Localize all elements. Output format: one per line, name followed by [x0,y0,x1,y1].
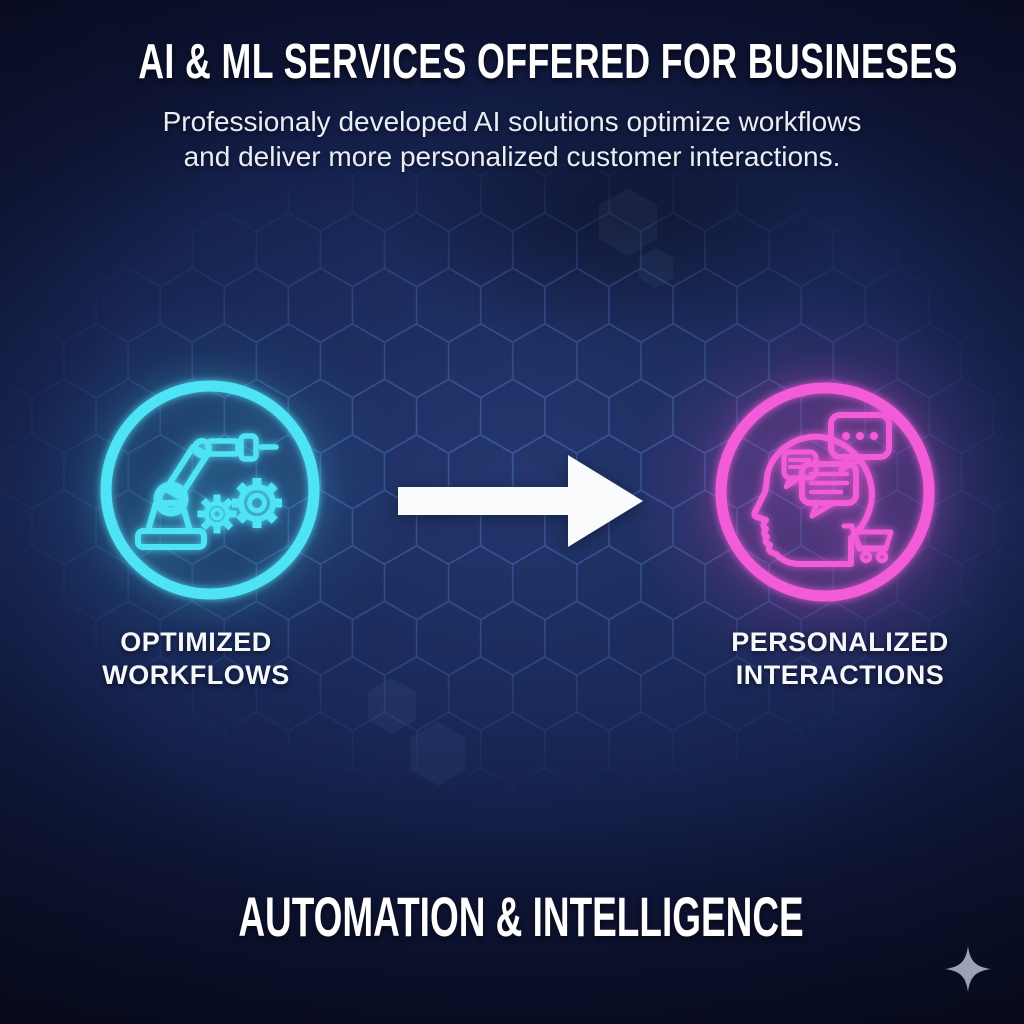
header: AI & ML SERVICES OFFERED FOR BUSINESES P… [0,34,1024,174]
poster-title: AI & ML SERVICES OFFERED FOR BUSINESES [138,35,958,89]
robot-arm-gears-icon [100,380,320,600]
subtitle-line-1: Professionaly developed AI solutions opt… [162,106,862,137]
label-left-line-2: WORKFLOWS [102,660,290,690]
neon-ring-cyan [100,380,320,600]
subtitle-line-2: and deliver more personalized customer i… [183,141,841,172]
label-left-line-1: OPTIMIZED [120,627,272,657]
neon-ring-pink [715,382,935,602]
arrow-right-icon [398,455,643,547]
label-right-line-2: INTERACTIONS [735,660,945,690]
bubble-dots [842,432,878,440]
poster-subtitle: Professionaly developed AI solutions opt… [0,104,1024,174]
sparkle-icon [945,946,991,992]
label-right-line-1: PERSONALIZED [731,627,949,657]
head-chat-cart-icon [715,382,935,602]
footer-caption: AUTOMATION & INTELLIGENCE [238,885,804,948]
